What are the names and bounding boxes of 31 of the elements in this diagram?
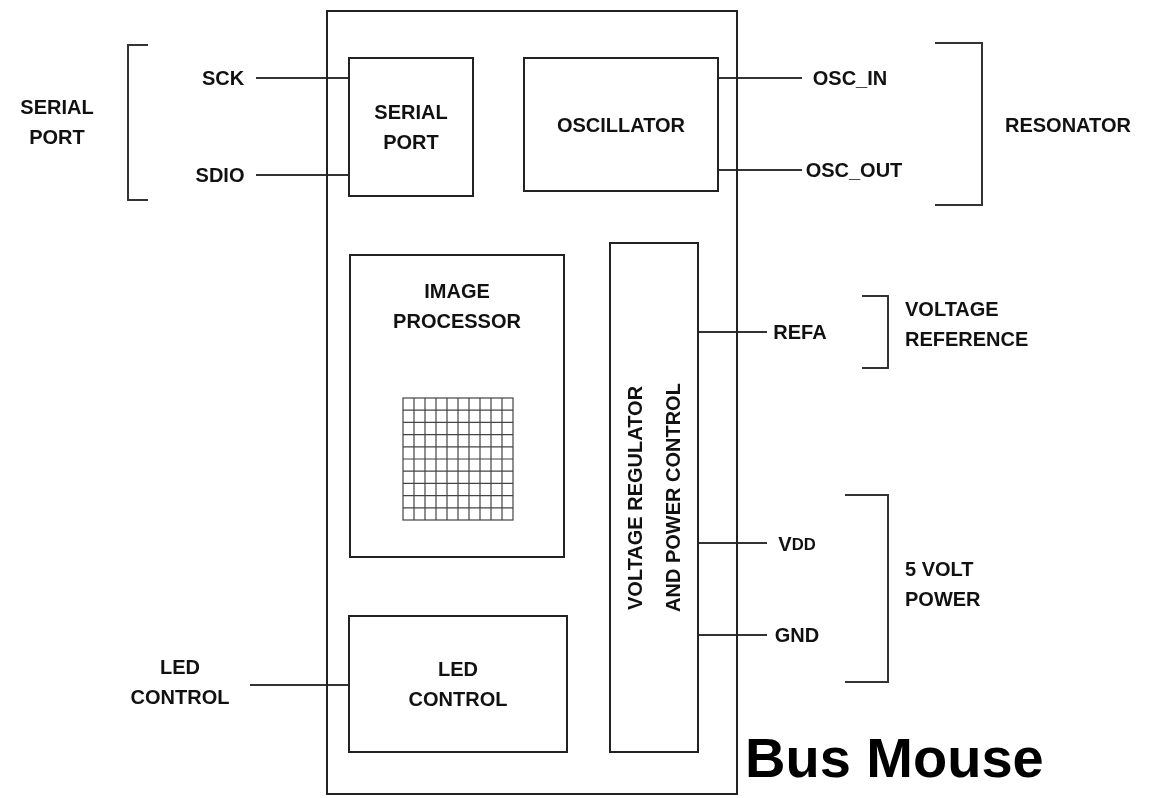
block-label: VOLTAGE REGULATOR AND POWER CONTROL	[623, 382, 685, 614]
pin-label: LED CONTROL	[110, 650, 250, 714]
group-label: RESONATOR	[1005, 113, 1132, 138]
group-label: VOLTAGE REFERENCE	[905, 297, 1030, 352]
block-label: OSCILLATOR	[555, 112, 687, 138]
pin-line	[718, 169, 803, 171]
pin-label: SDIO	[184, 161, 256, 189]
block-label: LED CONTROL	[407, 657, 509, 712]
pin-label: SCK	[190, 64, 256, 92]
block-label: IMAGE PROCESSOR	[392, 279, 522, 334]
pin-line	[698, 634, 768, 636]
block-label: SERIAL PORT	[373, 100, 449, 155]
function-block	[609, 242, 699, 753]
function-block	[348, 57, 474, 197]
group-label: SERIAL PORT	[19, 95, 95, 150]
function-block	[348, 615, 568, 753]
pin-line	[249, 684, 349, 686]
pin-label: OSC_IN	[802, 64, 898, 92]
diagram-title: Bus Mouse	[745, 725, 1044, 790]
pin-line	[255, 77, 349, 79]
pin-line	[718, 77, 803, 79]
function-block	[349, 254, 565, 558]
group-label: 5 VOLT POWER	[905, 557, 982, 612]
pin-line	[698, 542, 768, 544]
pin-line	[698, 331, 768, 333]
pin-label: GND	[767, 621, 827, 649]
pin-label: OSC_OUT	[802, 156, 906, 184]
pin-line	[255, 174, 349, 176]
chip-outline	[326, 10, 738, 795]
pin-label: REFA	[767, 318, 833, 346]
function-block	[523, 57, 719, 192]
